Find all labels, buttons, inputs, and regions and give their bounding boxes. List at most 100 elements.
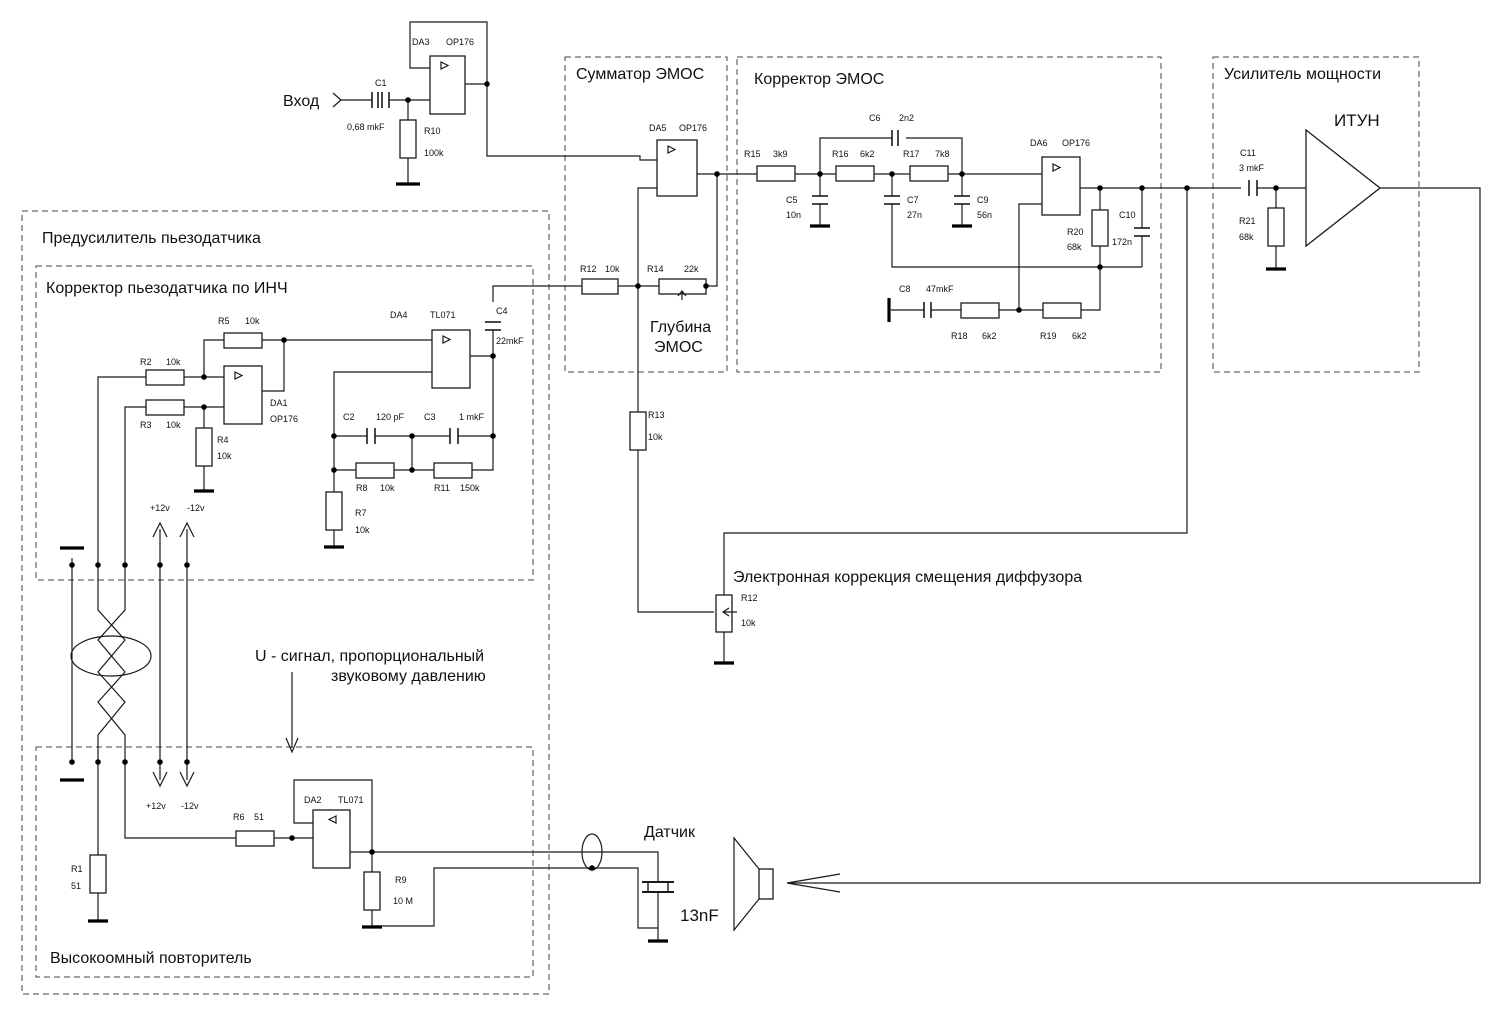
resistors — [89, 119, 1285, 911]
svg-text:C2: C2 — [343, 412, 355, 422]
svg-text:C4: C4 — [496, 306, 508, 316]
svg-text:51: 51 — [254, 812, 264, 822]
opamp-da6 — [1041, 156, 1081, 216]
svg-text:51: 51 — [71, 881, 81, 891]
da2-type: TL071 — [338, 795, 364, 805]
corrector-title: Корректор ЭМОС — [754, 71, 884, 88]
da6-type: OP176 — [1062, 138, 1090, 148]
svg-text:R2: R2 — [140, 357, 152, 367]
svg-text:6k2: 6k2 — [982, 331, 997, 341]
depth-label-1: Глубина — [650, 319, 711, 336]
resistor-r15 — [756, 165, 796, 182]
resistor-r4 — [195, 427, 213, 467]
resistor-r20 — [1091, 209, 1109, 247]
svg-text:22mkF: 22mkF — [496, 336, 524, 346]
svg-text:R10: R10 — [424, 126, 441, 136]
svg-text:R6: R6 — [233, 812, 245, 822]
supply-plus-label-bottom: +12v — [146, 801, 166, 811]
resistor-r12b — [715, 594, 733, 633]
svg-text:10k: 10k — [741, 618, 756, 628]
svg-text:R14: R14 — [647, 264, 664, 274]
wires — [71, 21, 1481, 940]
resistor-r8 — [355, 462, 395, 479]
ground-symbols — [60, 182, 1286, 943]
svg-text:68k: 68k — [1067, 242, 1082, 252]
supply-plus-label: +12v — [150, 503, 170, 513]
svg-text:10k: 10k — [166, 357, 181, 367]
inch-title: Корректор пьезодатчика по ИНЧ — [46, 280, 288, 297]
resistor-r19 — [1042, 302, 1082, 319]
sensor-capacitance: 13nF — [680, 906, 719, 925]
svg-text:10k: 10k — [380, 483, 395, 493]
resistor-r16 — [835, 165, 875, 182]
svg-text:R8: R8 — [356, 483, 368, 493]
u-signal-label-1: U - сигнал, пропорциональный — [255, 648, 484, 665]
amplifier-title: Усилитель мощности — [1224, 66, 1381, 83]
svg-text:R1: R1 — [71, 864, 83, 874]
svg-text:172n: 172n — [1112, 237, 1132, 247]
da3-type: OP176 — [446, 37, 474, 47]
svg-text:10k: 10k — [648, 432, 663, 442]
resistor-r13 — [629, 411, 647, 451]
da2-ref: DA2 — [304, 795, 322, 805]
corrector-frame — [736, 56, 1162, 373]
svg-text:R15: R15 — [744, 149, 761, 159]
svg-text:C6: C6 — [869, 113, 881, 123]
resistor-r10 — [399, 119, 417, 159]
resistor-r17 — [909, 165, 949, 182]
inch-frame — [35, 265, 534, 581]
svg-text:R9: R9 — [395, 875, 407, 885]
resistor-r18 — [960, 302, 1000, 319]
svg-text:150k: 150k — [460, 483, 480, 493]
svg-text:10k: 10k — [605, 264, 620, 274]
resistor-r3 — [145, 399, 185, 416]
opamp-da5 — [656, 139, 698, 197]
svg-text:7k8: 7k8 — [935, 149, 950, 159]
sensor-label: Датчик — [644, 824, 696, 841]
svg-text:100k: 100k — [424, 148, 444, 158]
supply-minus-label: -12v — [187, 503, 205, 513]
piezo-sensor — [642, 881, 674, 893]
junction-dots — [69, 81, 1279, 871]
follower-title: Высокоомный повторитель — [50, 950, 252, 967]
opamp-da1 — [223, 365, 263, 425]
svg-text:56n: 56n — [977, 210, 992, 220]
supply-minus-label-bottom: -12v — [181, 801, 199, 811]
svg-text:10k: 10k — [166, 420, 181, 430]
preamp-title: Предусилитель пьезодатчика — [42, 230, 261, 247]
svg-text:R17: R17 — [903, 149, 920, 159]
loudspeaker-icon — [733, 836, 774, 932]
resistor-r21 — [1267, 207, 1285, 247]
resistor-r1 — [89, 854, 107, 894]
svg-text:R13: R13 — [648, 410, 665, 420]
svg-text:R12: R12 — [741, 593, 758, 603]
svg-text:27n: 27n — [907, 210, 922, 220]
svg-text:R5: R5 — [218, 316, 230, 326]
svg-text:R7: R7 — [355, 508, 367, 518]
svg-text:R4: R4 — [217, 435, 229, 445]
depth-label-2: ЭМОС — [654, 339, 703, 356]
svg-text:6k2: 6k2 — [860, 149, 875, 159]
svg-text:1 mkF: 1 mkF — [459, 412, 485, 422]
da5-type: OP176 — [679, 123, 707, 133]
svg-text:C7: C7 — [907, 195, 919, 205]
opamp-da2 — [312, 809, 351, 869]
resistor-r7 — [325, 491, 343, 531]
svg-text:C1: C1 — [375, 78, 387, 88]
input-label: Вход — [283, 93, 320, 110]
svg-text:22k: 22k — [684, 264, 699, 274]
svg-text:3k9: 3k9 — [773, 149, 788, 159]
capacitors — [366, 92, 1258, 444]
resistor-r12 — [581, 278, 619, 295]
svg-text:C3: C3 — [424, 412, 436, 422]
da1-ref: DA1 — [270, 398, 288, 408]
da5-ref: DA5 — [649, 123, 667, 133]
svg-text:6k2: 6k2 — [1072, 331, 1087, 341]
svg-text:2n2: 2n2 — [899, 113, 914, 123]
svg-text:R21: R21 — [1239, 216, 1256, 226]
svg-text:C10: C10 — [1119, 210, 1136, 220]
preamp-frame — [21, 210, 550, 995]
da1-type: OP176 — [270, 414, 298, 424]
svg-text:C8: C8 — [899, 284, 911, 294]
